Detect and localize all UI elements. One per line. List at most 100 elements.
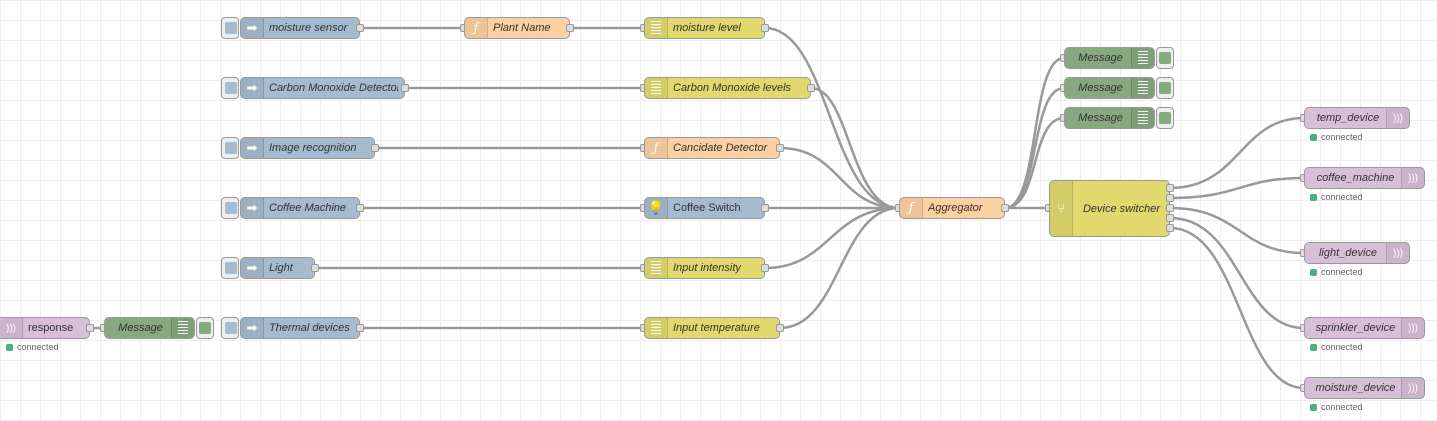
inject-trigger-button[interactable] [221,317,239,339]
wire [779,146,900,210]
wire [1169,206,1305,255]
change-node-input-intensity[interactable]: Input intensity [644,257,765,279]
connected-dot [1310,268,1317,276]
list-icon [645,318,668,338]
output-port[interactable] [1166,224,1174,232]
inject-node-light[interactable]: ➡ Light [240,257,315,279]
inject-node-carbon-monoxide-detector[interactable]: ➡ Carbon Monoxide Detector [240,77,405,99]
output-port[interactable] [761,204,769,212]
function-icon: ƒ [465,18,488,38]
wire [764,26,900,210]
output-port[interactable] [761,24,769,32]
inject-arrow-icon: ➡ [241,198,264,218]
inject-node-thermal-devices[interactable]: ➡ Thermal devices [240,317,360,339]
inject-node-image-recognition[interactable]: ➡ Image recognition [240,137,375,159]
inject-arrow-icon: ➡ [241,78,264,98]
connected-dot [1310,403,1317,411]
switch-node-device-switcher[interactable]: ⑂ Device switcher [1049,180,1170,237]
wire [1169,216,1305,330]
debug-toggle-button[interactable] [196,317,214,339]
websocket-icon: ))) [1386,108,1409,128]
websocket-out-node-sprinkler-device[interactable]: sprinkler_device ))) [1304,317,1425,339]
wire [764,206,900,270]
list-icon [645,78,668,98]
output-port[interactable] [1166,184,1174,192]
output-port[interactable] [776,144,784,152]
switch-icon: ⑂ [1050,181,1073,236]
inject-trigger-button[interactable] [221,137,239,159]
output-port[interactable] [371,144,379,152]
websocket-icon: ))) [1386,243,1409,263]
inject-node-coffee-machine[interactable]: ➡ Coffee Machine [240,197,360,219]
websocket-icon: ))) [0,318,23,338]
debug-node-message-3[interactable]: Message [1064,107,1155,129]
output-port[interactable] [1166,194,1174,202]
output-port[interactable] [566,24,574,32]
output-port[interactable] [356,204,364,212]
wire [779,206,900,330]
change-node-moisture-level[interactable]: moisture level [644,17,765,39]
function-icon: ƒ [900,198,923,218]
debug-list-icon [1131,78,1154,98]
websocket-out-node-light-device[interactable]: light_device ))) [1304,242,1410,264]
function-icon: ƒ [645,138,668,158]
debug-node-message-2[interactable]: Message [1064,77,1155,99]
output-port[interactable] [401,84,409,92]
trigger-node-coffee-switch[interactable]: 💡 Coffee Switch [644,197,765,219]
output-port[interactable] [761,264,769,272]
status-indicator: connected [1310,342,1363,352]
function-node-aggregator[interactable]: ƒ Aggregator [899,197,1005,219]
output-port[interactable] [807,84,815,92]
list-icon [645,258,668,278]
wire [1169,176,1305,200]
connected-dot [1310,193,1317,201]
status-indicator: connected [1310,402,1363,412]
change-node-carbon-monoxide-levels[interactable]: Carbon Monoxide levels [644,77,811,99]
debug-toggle-button[interactable] [1156,77,1174,99]
function-node-plant-name[interactable]: ƒ Plant Name [464,17,570,39]
output-port[interactable] [776,324,784,332]
websocket-out-node-temp-device[interactable]: temp_device ))) [1304,107,1410,129]
output-port[interactable] [1166,204,1174,212]
inject-trigger-button[interactable] [221,77,239,99]
connected-dot [1310,343,1317,351]
output-port[interactable] [356,324,364,332]
output-port[interactable] [86,324,94,332]
websocket-out-node-coffee-machine[interactable]: coffee_machine ))) [1304,167,1425,189]
debug-toggle-button[interactable] [1156,107,1174,129]
connected-dot [6,343,13,351]
inject-node-moisture-sensor[interactable]: ➡ moisture sensor [240,17,360,39]
debug-node-message-response[interactable]: Message [104,317,195,339]
output-port[interactable] [356,24,364,32]
websocket-icon: ))) [1401,378,1424,398]
inject-arrow-icon: ➡ [241,138,264,158]
function-node-cancidate-detector[interactable]: ƒ Cancidate Detector [644,137,780,159]
output-port[interactable] [1001,204,1009,212]
debug-list-icon [171,318,194,338]
inject-arrow-icon: ➡ [241,258,264,278]
websocket-in-node-response[interactable]: ))) response [0,317,90,339]
debug-node-message-1[interactable]: Message [1064,47,1155,69]
status-indicator: connected [6,342,59,352]
status-indicator: connected [1310,192,1363,202]
debug-list-icon [1131,48,1154,68]
inject-arrow-icon: ➡ [241,318,264,338]
change-node-input-temperature[interactable]: Input temperature [644,317,780,339]
inject-trigger-button[interactable] [221,197,239,219]
websocket-icon: ))) [1401,318,1424,338]
websocket-out-node-moisture-device[interactable]: moisture_device ))) [1304,377,1425,399]
debug-list-icon [1131,108,1154,128]
wire [1004,116,1065,210]
status-indicator: connected [1310,132,1363,142]
output-port[interactable] [1166,214,1174,222]
wire [1169,116,1305,190]
list-icon [645,18,668,38]
inject-arrow-icon: ➡ [241,18,264,38]
output-port[interactable] [311,264,319,272]
wire [810,86,900,210]
connected-dot [1310,133,1317,141]
debug-toggle-button[interactable] [1156,47,1174,69]
inject-trigger-button[interactable] [221,17,239,39]
inject-trigger-button[interactable] [221,257,239,279]
